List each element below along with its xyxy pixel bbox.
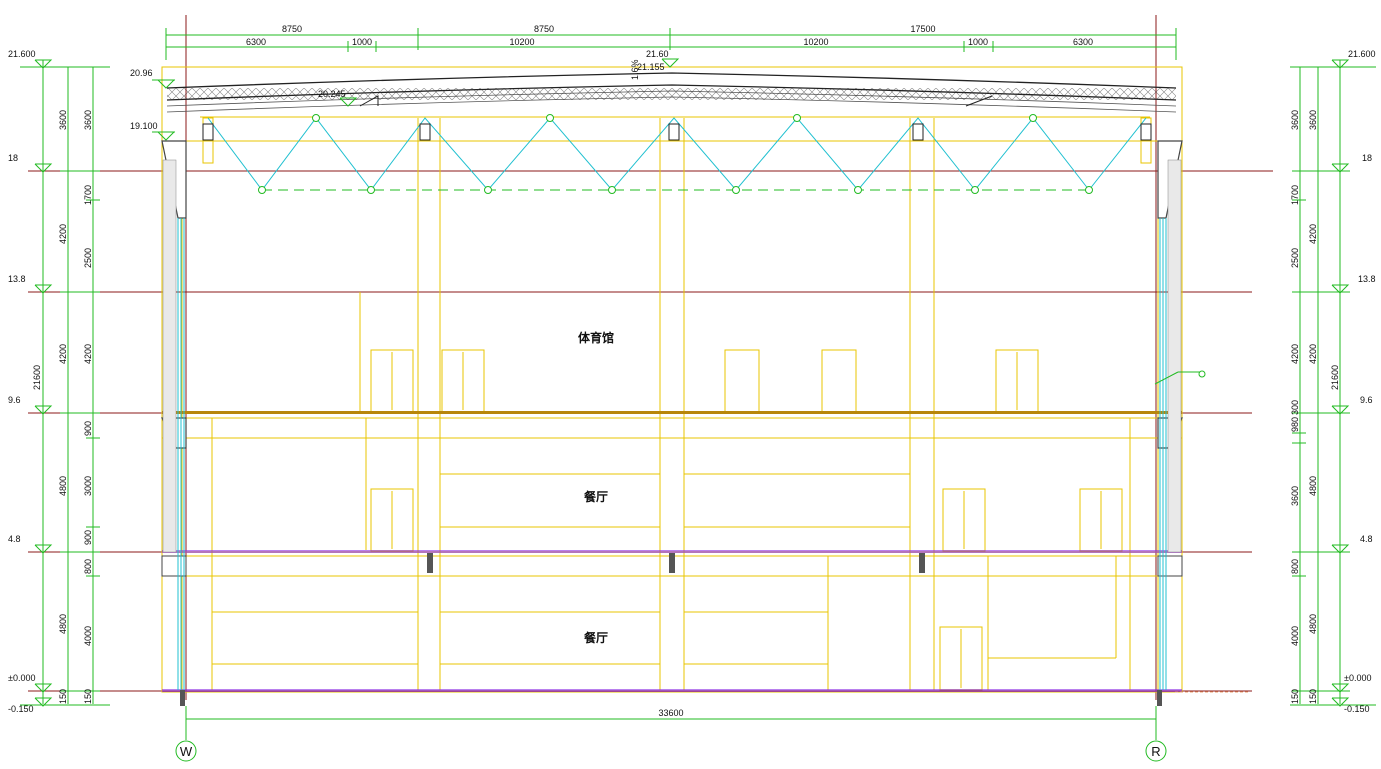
right-level-minus: -0.150 bbox=[1344, 704, 1370, 714]
axis-label-w: W bbox=[180, 744, 193, 759]
left-level-13-8: 13.8 bbox=[8, 274, 26, 284]
axis-bubble-w: W bbox=[175, 706, 197, 762]
left-overall-dim: 21600 bbox=[32, 365, 42, 390]
svg-text:3600: 3600 bbox=[1290, 486, 1300, 506]
svg-text:900: 900 bbox=[83, 421, 93, 436]
svg-text:3600: 3600 bbox=[1308, 110, 1318, 130]
slope-note: 1.6% bbox=[630, 59, 640, 80]
slab-accents bbox=[161, 140, 1183, 706]
roof bbox=[166, 72, 1177, 113]
top-dim-1: 8750 bbox=[282, 24, 302, 34]
svg-text:4200: 4200 bbox=[1290, 344, 1300, 364]
top-dims-row2: 6300 1000 10200 10200 1000 6300 bbox=[246, 37, 1093, 47]
svg-text:4800: 4800 bbox=[1308, 476, 1318, 496]
svg-text:800: 800 bbox=[1290, 559, 1300, 574]
right-dims-inner: 3600 1700 2500 4200 980 300 3600 800 400… bbox=[1290, 110, 1300, 704]
svg-text:800: 800 bbox=[83, 559, 93, 574]
right-dims-mid: 3600 4200 4200 4800 4800 150 bbox=[1308, 110, 1318, 704]
left-dims-mid: 3600 4200 4200 4800 4800 150 bbox=[58, 110, 68, 704]
svg-text:4800: 4800 bbox=[1308, 614, 1318, 634]
svg-text:4000: 4000 bbox=[1290, 626, 1300, 646]
right-level-0: ±0.000 bbox=[1344, 673, 1371, 683]
svg-text:900: 900 bbox=[83, 530, 93, 545]
left-level-9-6: 9.6 bbox=[8, 395, 21, 405]
right-level-18: 18 bbox=[1362, 153, 1372, 163]
svg-text:300: 300 bbox=[1290, 400, 1300, 415]
left-roof-top-label: 20.96 bbox=[130, 68, 153, 78]
left-level-0: ±0.000 bbox=[8, 673, 35, 683]
svg-text:2500: 2500 bbox=[83, 248, 93, 268]
top-dim-5: 1000 bbox=[352, 37, 372, 47]
top-dim-4: 6300 bbox=[246, 37, 266, 47]
facade-cladding-grid bbox=[162, 159, 1182, 553]
top-dim-6: 10200 bbox=[509, 37, 534, 47]
svg-text:4200: 4200 bbox=[58, 344, 68, 364]
svg-text:4800: 4800 bbox=[58, 476, 68, 496]
room-label-gymnasium: 体育馆 bbox=[578, 330, 614, 345]
top-dim-3: 17500 bbox=[910, 24, 935, 34]
svg-text:1700: 1700 bbox=[1290, 185, 1300, 205]
truss-bearings bbox=[202, 123, 1152, 141]
ridge-height-label: 21.60 bbox=[646, 49, 669, 59]
svg-text:3600: 3600 bbox=[58, 110, 68, 130]
right-level-4-8: 4.8 bbox=[1360, 534, 1373, 544]
svg-text:150: 150 bbox=[1308, 689, 1318, 704]
overall-width-label: 33600 bbox=[658, 708, 683, 718]
svg-text:4000: 4000 bbox=[83, 626, 93, 646]
level-lines bbox=[28, 15, 1273, 700]
top-dims-row1: 8750 8750 17500 bbox=[282, 24, 936, 34]
right-level-21600: 21.600 bbox=[1348, 49, 1376, 59]
facade-glazing bbox=[177, 218, 1167, 690]
left-level-labels: 21.600 18 13.8 9.6 4.8 ±0.000 -0.150 bbox=[8, 49, 36, 714]
facade-callout bbox=[1154, 370, 1206, 385]
svg-text:3000: 3000 bbox=[83, 476, 93, 496]
svg-text:4200: 4200 bbox=[1308, 344, 1318, 364]
left-level-markers bbox=[34, 59, 53, 707]
axis-label-r: R bbox=[1151, 744, 1160, 759]
roof-level-markers bbox=[152, 58, 680, 141]
axis-bubble-r: R bbox=[1145, 706, 1167, 762]
svg-text:2500: 2500 bbox=[1290, 248, 1300, 268]
svg-text:150: 150 bbox=[1290, 689, 1300, 704]
right-level-labels: 21.600 18 13.8 9.6 4.8 ±0.000 -0.150 bbox=[1344, 49, 1376, 714]
truss-nodes bbox=[258, 114, 1093, 194]
left-level-21600: 21.600 bbox=[8, 49, 36, 59]
svg-text:4200: 4200 bbox=[83, 344, 93, 364]
room-label-dining-2: 餐厅 bbox=[584, 489, 608, 504]
svg-text:980: 980 bbox=[1290, 417, 1300, 432]
left-level-minus: -0.150 bbox=[8, 704, 34, 714]
structure-outline bbox=[161, 66, 1183, 693]
top-dim-9: 6300 bbox=[1073, 37, 1093, 47]
ridge-sub-label: 21.155 bbox=[637, 62, 665, 72]
top-dim-7: 10200 bbox=[803, 37, 828, 47]
svg-text:4200: 4200 bbox=[1308, 224, 1318, 244]
svg-text:150: 150 bbox=[58, 689, 68, 704]
left-level-4-8: 4.8 bbox=[8, 534, 21, 544]
right-level-9-6: 9.6 bbox=[1360, 395, 1373, 405]
right-overall-dim: 21600 bbox=[1330, 365, 1340, 390]
top-dim-2: 8750 bbox=[534, 24, 554, 34]
left-dimension-lines bbox=[20, 60, 110, 706]
room-label-dining-1: 餐厅 bbox=[584, 630, 608, 645]
svg-text:3600: 3600 bbox=[1290, 110, 1300, 130]
svg-text:1700: 1700 bbox=[83, 185, 93, 205]
left-level-18: 18 bbox=[8, 153, 18, 163]
top-dimension-lines bbox=[165, 28, 1177, 60]
right-level-13-8: 13.8 bbox=[1358, 274, 1376, 284]
left-roof-base-label: 19.100 bbox=[130, 121, 158, 131]
left-dims-inner: 3600 1700 2500 4200 900 3000 900 800 400… bbox=[83, 110, 93, 704]
svg-text:4800: 4800 bbox=[58, 614, 68, 634]
right-level-markers bbox=[1331, 59, 1350, 707]
truss-web bbox=[207, 117, 1147, 191]
svg-text:150: 150 bbox=[83, 689, 93, 704]
left-roof-mid-label: 20.245 bbox=[318, 89, 346, 99]
top-dim-8: 1000 bbox=[968, 37, 988, 47]
svg-text:3600: 3600 bbox=[83, 110, 93, 130]
svg-text:4200: 4200 bbox=[58, 224, 68, 244]
